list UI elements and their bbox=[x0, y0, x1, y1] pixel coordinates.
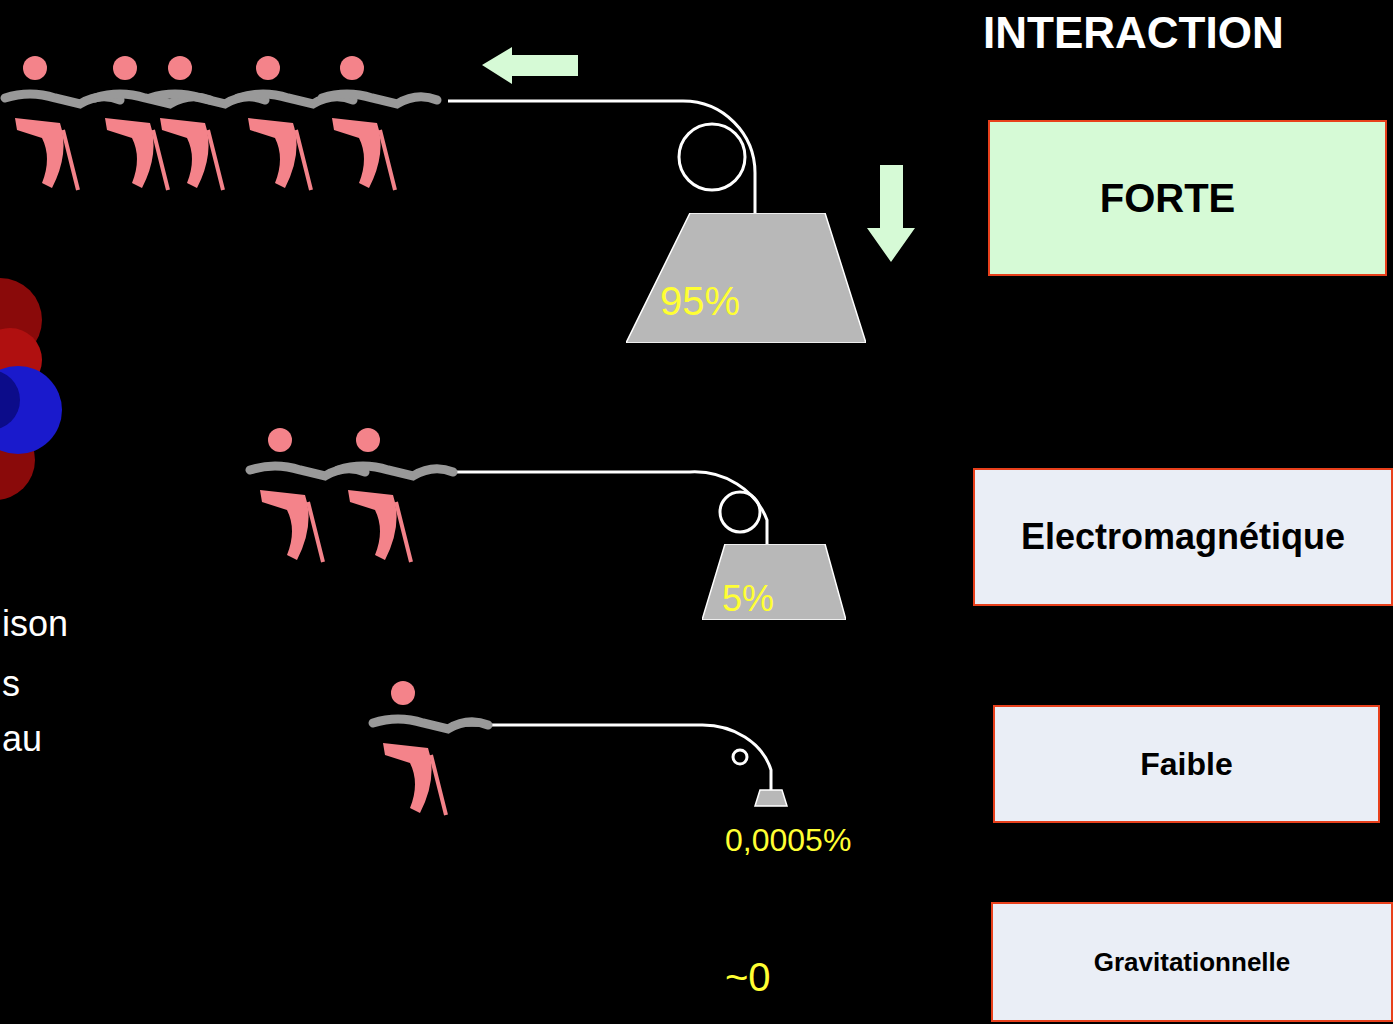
percentage: 0,0005% bbox=[725, 822, 851, 859]
weight-outline bbox=[626, 213, 866, 343]
interaction-box: Gravitationnelle bbox=[991, 902, 1393, 1022]
box-label: Faible bbox=[1140, 746, 1232, 783]
puller-figure bbox=[5, 56, 120, 190]
interaction-box: Electromagnétique bbox=[973, 468, 1393, 606]
puller-figure bbox=[250, 428, 365, 562]
heading: INTERACTION bbox=[983, 8, 1284, 58]
cut-text: ison bbox=[2, 603, 68, 645]
box-label: Gravitationnelle bbox=[1094, 947, 1291, 978]
interaction-box: Faible bbox=[993, 705, 1380, 823]
percentage: ~0 bbox=[725, 955, 771, 1000]
cut-text: s bbox=[2, 663, 20, 705]
weight-shape: 5% bbox=[702, 544, 846, 620]
cut-text: au bbox=[2, 718, 42, 760]
puller-figure bbox=[322, 56, 437, 190]
interaction-box: FORTE bbox=[988, 120, 1387, 276]
weight-shape: 95% bbox=[626, 213, 866, 343]
puller-figure bbox=[373, 681, 488, 815]
puller-figure bbox=[150, 56, 265, 190]
pull-arrow bbox=[482, 47, 578, 84]
percentage: 95% bbox=[660, 279, 740, 324]
percentage: 5% bbox=[722, 578, 774, 620]
weight-shape: 0,0005% bbox=[720, 788, 895, 863]
box-label: FORTE bbox=[1100, 176, 1236, 221]
puller-figure bbox=[338, 428, 453, 562]
ropes bbox=[448, 101, 771, 790]
down-arrow bbox=[867, 165, 915, 262]
box-label: Electromagnétique bbox=[1021, 516, 1345, 558]
particle-cluster bbox=[0, 278, 62, 500]
puller-figure bbox=[95, 56, 210, 190]
